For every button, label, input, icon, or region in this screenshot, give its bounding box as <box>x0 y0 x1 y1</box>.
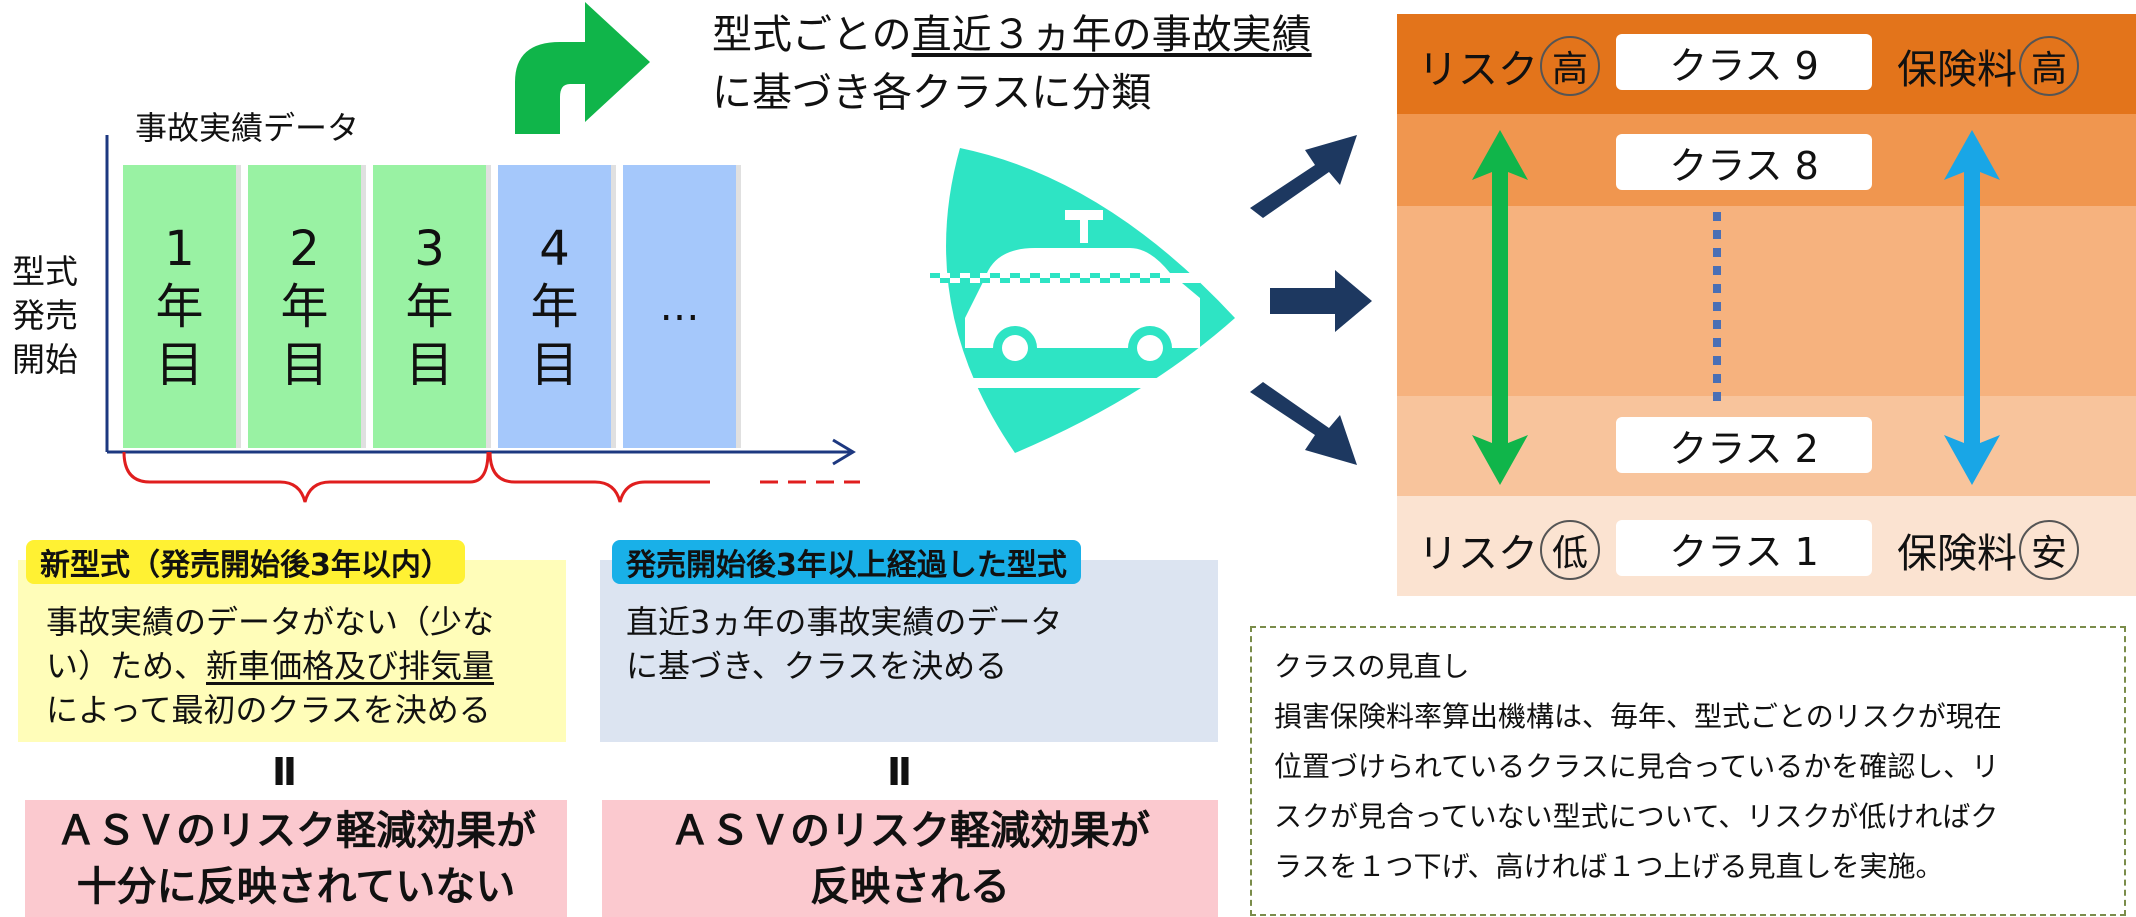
new-model-result: ＡＳＶのリスク軽減効果が 十分に反映されていない <box>25 800 567 917</box>
braces <box>122 451 860 503</box>
band-mid <box>1397 206 2136 396</box>
old-model-result: ＡＳＶのリスク軽減効果が 反映される <box>602 800 1218 917</box>
class-8: クラス 8 <box>1616 134 1872 190</box>
curved-arrow-icon <box>515 2 650 134</box>
premium-high-circle: 高 <box>2019 36 2079 96</box>
y-axis-title: 事故実績データ <box>135 109 360 147</box>
risk-double-arrow-icon <box>1472 130 1528 485</box>
header-text: 型式ごとの直近３ヵ年の事故実績 に基づき各クラスに分類 <box>712 6 1312 122</box>
class-1: クラス 1 <box>1616 520 1872 576</box>
timeline-axes <box>105 135 856 466</box>
header-line1-prefix: 型式ごとの <box>712 12 912 58</box>
note-title: クラスの見直し <box>1274 650 1470 683</box>
origin-label: 型式 発売 開始 <box>12 252 78 379</box>
old-model-equals: Ⅱ <box>887 750 913 794</box>
car-icon <box>925 148 1235 453</box>
new-model-text: 事故実績のデータがない（少な い）ため、新車価格及び排気量 によって最初のクラス… <box>46 603 495 729</box>
risk-high-label: リスク高 <box>1418 36 1600 96</box>
header-line2: に基づき各クラスに分類 <box>712 70 1152 116</box>
risk-low-circle: 低 <box>1540 520 1600 580</box>
premium-low-circle: 安 <box>2019 520 2079 580</box>
premium-double-arrow-icon <box>1944 130 2000 485</box>
old-model-box <box>600 560 1218 742</box>
premium-low-label: 保険料安 <box>1897 520 2079 580</box>
risk-high-circle: 高 <box>1540 36 1600 96</box>
class-dots <box>1713 212 1721 402</box>
year-bar-4: 4 年 目 <box>498 165 611 448</box>
arrow-down-right-icon <box>1250 382 1357 465</box>
arrow-up-right-icon <box>1250 135 1357 218</box>
new-model-box <box>18 560 566 742</box>
new-model-tag: 新型式（発売開始後3年以内） <box>26 540 465 584</box>
class-2: クラス 2 <box>1616 417 1872 473</box>
review-note: クラスの見直し 損害保険料率算出機構は、毎年、型式ごとのリスクが現在 位置づけら… <box>1250 626 2126 916</box>
risk-low-label: リスク低 <box>1418 520 1600 580</box>
year-bar-2: 2 年 目 <box>248 165 361 448</box>
year-bar-3: 3 年 目 <box>373 165 486 448</box>
old-model-text: 直近3ヵ年の事故実績のデータ に基づき、クラスを決める <box>626 603 1063 685</box>
header-line1-underlined: 直近３ヵ年の事故実績 <box>911 12 1312 58</box>
old-model-tag: 発売開始後3年以上経過した型式 <box>612 540 1081 584</box>
year-bar-1: 1 年 目 <box>123 165 236 448</box>
new-model-underlined: 新車価格及び排気量 <box>206 647 495 685</box>
new-model-equals: Ⅱ <box>272 750 298 794</box>
premium-high-label: 保険料高 <box>1897 36 2079 96</box>
class-9: クラス 9 <box>1616 34 1872 90</box>
arrow-right-icon <box>1270 270 1372 332</box>
year-bar-more: … <box>623 165 736 448</box>
